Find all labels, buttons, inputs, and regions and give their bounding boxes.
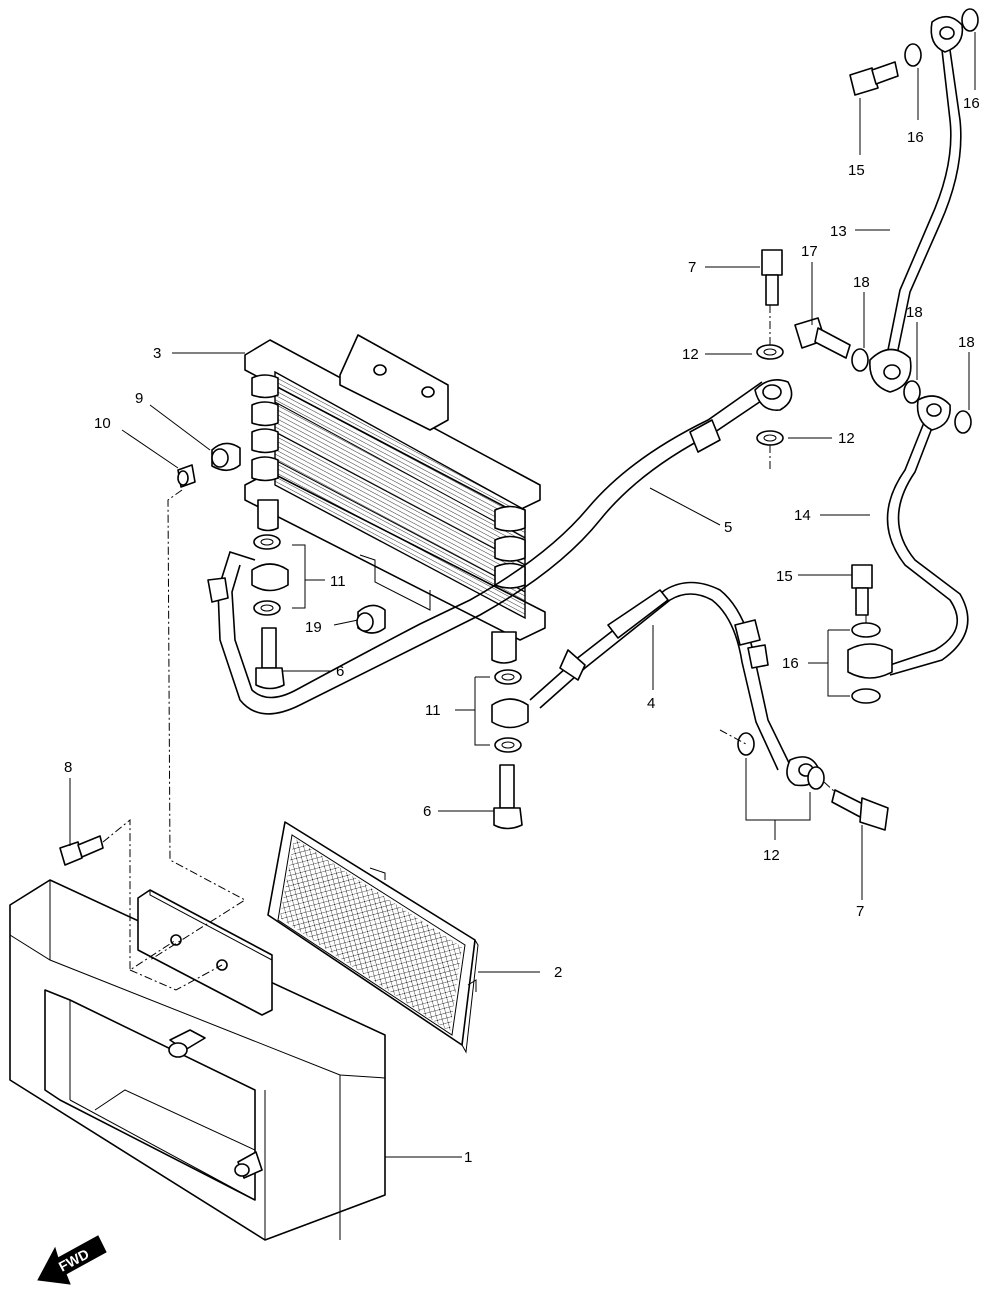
callout-2: 2	[554, 964, 562, 981]
part-15-bolt-lower	[851, 564, 873, 616]
callout-15-lower: 15	[776, 568, 793, 585]
part-18-washers	[851, 348, 972, 434]
callout-10: 10	[94, 415, 111, 432]
part-7-bolt-top	[761, 249, 783, 306]
callout-16-c: 16	[782, 655, 799, 672]
callout-11-left: 11	[330, 573, 346, 590]
callout-17: 17	[801, 243, 818, 260]
alignment-lines	[102, 305, 867, 991]
callout-14: 14	[794, 507, 811, 524]
part-4-oil-hose-lower	[529, 581, 821, 787]
callout-7-bottom: 7	[856, 903, 864, 920]
part-1-cooler-cover	[9, 879, 386, 1241]
part-13-oil-pipe-upper	[869, 15, 964, 393]
callout-9: 9	[135, 390, 143, 407]
callout-18-a: 18	[853, 274, 870, 291]
callout-12-top: 12	[682, 346, 699, 363]
part-11-banjo-right	[491, 669, 529, 753]
leader-lines	[69, 32, 976, 1158]
callout-11-right: 11	[425, 702, 441, 719]
part-6-bolt-left	[255, 627, 285, 690]
callout-8: 8	[64, 759, 72, 776]
part-10-collar	[177, 464, 196, 488]
callout-18-b: 18	[906, 304, 923, 321]
part-17-banjo-bolt	[794, 317, 851, 359]
callout-15-top: 15	[848, 162, 865, 179]
callout-5: 5	[724, 519, 732, 536]
callout-18-c: 18	[958, 334, 975, 351]
callout-7-top: 7	[688, 259, 696, 276]
fwd-direction-arrow: FWD	[37, 1235, 107, 1285]
part-2-mesh-screen	[267, 821, 479, 1054]
part-6-bolt-right	[493, 764, 523, 830]
callout-4: 4	[647, 695, 655, 712]
callout-6-left: 6	[336, 663, 344, 680]
part-15-bolt-top	[849, 61, 899, 96]
callout-3: 3	[153, 345, 161, 362]
callout-12-mid: 12	[838, 430, 855, 447]
callout-labels: 1 2 3 4 5 6 6 7 7 8 9 10 11 11 12 12 12 …	[64, 95, 980, 1166]
part-19-grommet	[356, 604, 386, 634]
part-11-banjo-left	[251, 534, 289, 616]
part-9-grommet	[211, 442, 241, 472]
callout-12-bottom: 12	[763, 847, 780, 864]
mounting-bracket-plate	[137, 889, 273, 1016]
part-14-oil-pipe-lower	[847, 395, 969, 679]
callout-19: 19	[305, 619, 322, 636]
callout-13: 13	[830, 223, 847, 240]
callout-16-a: 16	[907, 129, 924, 146]
callout-6-right: 6	[423, 803, 431, 820]
part-5-oil-hose-upper	[207, 379, 793, 715]
part-3-oil-cooler	[244, 334, 546, 664]
callout-16-b: 16	[963, 95, 980, 112]
callout-1: 1	[464, 1149, 472, 1166]
part-12-washers	[737, 344, 825, 790]
part-8-bolt	[59, 835, 104, 866]
part-16-washers	[851, 8, 979, 704]
part-7-bolt-right	[831, 789, 889, 831]
